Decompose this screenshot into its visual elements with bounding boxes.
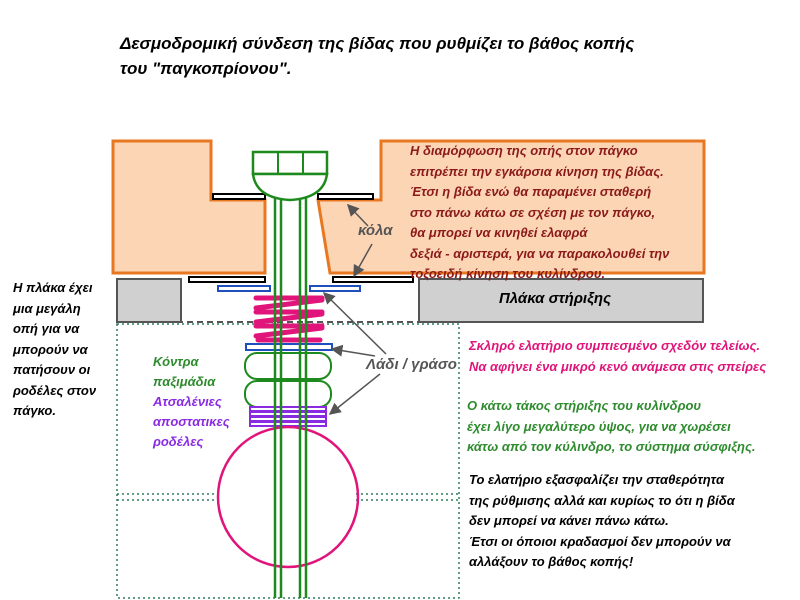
label-line: ροδέλες [153, 434, 204, 449]
note-line: επιτρέπει την εγκάρσια κίνηση της βίδας. [410, 163, 664, 179]
oil-arrow-middle [330, 344, 376, 357]
note-line: Η πλάκα έχει [13, 280, 93, 295]
spring-stability-note: Το ελατήριο εξασφαλίζει την σταθερότητα … [469, 470, 735, 573]
note-line: μια μεγάλη [13, 300, 81, 316]
spring-note: Σκληρό ελατήριο συμπιεσμένο σχεδόν τελεί… [469, 336, 766, 377]
bench-right-part [316, 139, 706, 275]
note-line: Ο κάτω τάκος στήριξης του κυλίνδρου [467, 398, 702, 413]
glue-arrow [346, 203, 369, 227]
note-line: Να αφήνει ένα μικρό κενό ανάμεσα στις σπ… [469, 358, 767, 374]
glue-arrow-2 [353, 243, 373, 278]
bench-hole-note: Η διαμόρφωση της οπής στον πάγκο επιτρέπ… [410, 141, 669, 285]
black-washer-top-right [317, 193, 374, 200]
note-line: Έτσι η βίδα ενώ θα παραμένει σταθερή [410, 184, 652, 199]
note-line: τοξοειδή κίνηση του κυλίνδρου. [410, 266, 606, 281]
note-line: πατήσουν οι [13, 362, 91, 377]
note-line: έχει λίγο μεγαλύτερο ύψος, για να χωρέσε… [467, 418, 731, 434]
note-line: Η διαμόρφωση της οπής στον πάγκο [410, 143, 638, 158]
plate-hole-note: Η πλάκα έχει μια μεγάλη οπή για να μπορο… [13, 278, 96, 422]
support-plate-right [418, 278, 704, 323]
note-line: Έτσι οι όποιοι κραδασμοί δεν μπορούν να [469, 533, 731, 549]
note-line: της ρύθμισης αλλά και κυρίως το ότι η βί… [469, 492, 735, 508]
note-line: οπή για να [13, 321, 80, 336]
note-line: αλλάξουν το βάθος κοπής! [469, 554, 634, 569]
note-line: δεν μπορεί να κάνει πάνω κάτω. [469, 513, 669, 528]
washers-label: Ατσαλένιες αποστατικες ροδέλες [153, 392, 230, 452]
glue-label: κόλα [358, 222, 393, 239]
diagram-title: Δεσμοδρομική σύνδεση της βίδας που ρυθμί… [120, 31, 634, 81]
bench-left-part [111, 139, 267, 275]
note-line: Το ελατήριο εξασφαλίζει την σταθερότητα [469, 472, 725, 487]
note-line: θα μπορεί να κινηθεί ελαφρά [410, 225, 588, 240]
cylinder [216, 425, 360, 569]
title-line: του "παγκοπρίονου". [120, 59, 292, 78]
black-washer-under-bench-right [332, 276, 414, 283]
note-line: Σκληρό ελατήριο συμπιεσμένο σχεδόν τελεί… [469, 338, 761, 353]
blue-washer-lower [245, 343, 333, 351]
lock-nut-lower [244, 380, 332, 408]
label-line: αποστατικες [153, 414, 230, 429]
note-line: κάτω από τον κύλινδρο, το σύστημα σύσφιξ… [467, 439, 756, 454]
note-line: μπορούν να [13, 341, 88, 357]
title-line: Δεσμοδρομική σύνδεση της βίδας που ρυθμί… [120, 34, 635, 53]
blue-washer-left [217, 285, 271, 292]
lock-nut-upper [244, 352, 332, 380]
label-line: Κόντρα [153, 354, 199, 369]
support-plate-label: Πλάκα στήριξης [499, 290, 611, 307]
black-washer-under-bench-left [188, 276, 266, 283]
oil-arrow-top [322, 291, 387, 355]
label-line: παξιμάδια [153, 374, 216, 389]
lock-nuts-label: Κόντρα παξιμάδια [153, 352, 215, 392]
support-plate-left [116, 278, 182, 323]
black-washer-top-left [212, 193, 266, 200]
compression-spring [253, 295, 325, 343]
oil-arrow-bottom [328, 373, 381, 415]
label-line: Ατσαλένιες [153, 394, 222, 409]
note-line: στο πάνω κάτω σε σχέση με τον πάγκο, [410, 204, 656, 220]
note-line: πάγκο. [13, 403, 56, 418]
screw-shaft [273, 196, 308, 598]
steel-spacer-washers [249, 406, 327, 427]
blue-washer-right [309, 285, 361, 292]
note-line: δεξιά - αριστερά, για να παρακολουθεί τη… [410, 245, 670, 261]
note-line: ροδέλες στον [13, 382, 97, 398]
screw-head [251, 150, 329, 202]
base-block-note: Ο κάτω τάκος στήριξης του κυλίνδρου έχει… [467, 396, 756, 458]
oil-grease-label: Λάδι / γράσο [366, 356, 457, 373]
